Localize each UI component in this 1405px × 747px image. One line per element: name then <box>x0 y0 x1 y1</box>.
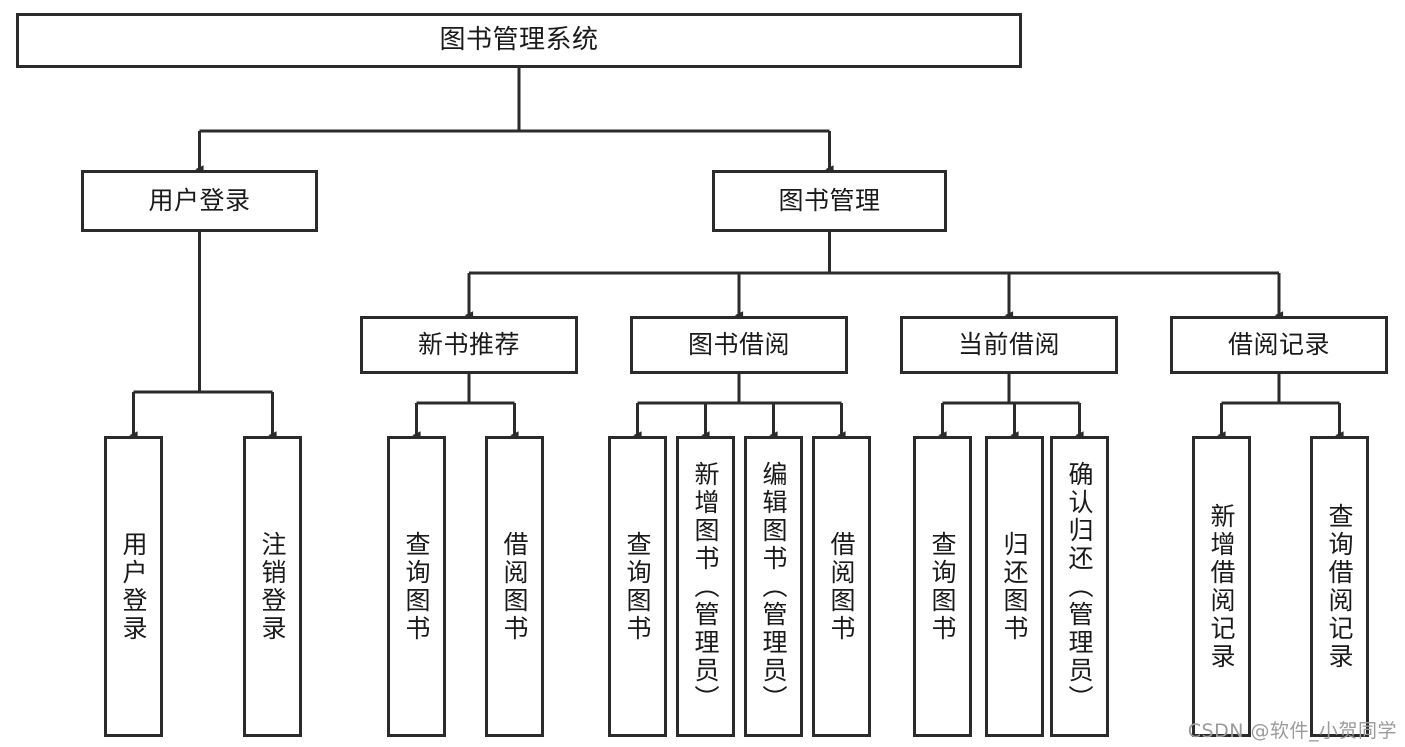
node-label-book-borrow: 图书借阅 <box>687 330 790 360</box>
node-label-leaf-rec-query: 查询图书 <box>402 530 431 643</box>
node-label-book-manage: 图书管理 <box>778 186 881 216</box>
node-leaf-rec-borrow[interactable]: 借阅图书 <box>485 436 544 737</box>
node-leaf-bb-query[interactable]: 查询图书 <box>608 436 667 737</box>
node-label-new-book-rec: 新书推荐 <box>417 330 520 360</box>
node-leaf-bb-add[interactable]: 新增图书（管理员） <box>676 436 735 737</box>
node-label-leaf-cb-return: 归还图书 <box>1000 530 1029 643</box>
node-leaf-br-query[interactable]: 查询借阅记录 <box>1310 436 1369 737</box>
node-root[interactable]: 图书管理系统 <box>16 13 1022 68</box>
node-label-root: 图书管理系统 <box>439 25 599 56</box>
node-label-leaf-cb-confirm: 确认归还（管理员） <box>1065 460 1094 713</box>
node-new-book-rec[interactable]: 新书推荐 <box>360 316 578 374</box>
csdn-watermark: CSDN @软件_小贺同学 <box>1187 720 1397 742</box>
node-leaf-rec-query[interactable]: 查询图书 <box>387 436 446 737</box>
node-leaf-br-add[interactable]: 新增借阅记录 <box>1192 436 1251 737</box>
node-leaf-cb-return[interactable]: 归还图书 <box>985 436 1044 737</box>
node-leaf-user-login[interactable]: 用户登录 <box>104 436 163 737</box>
node-leaf-cb-confirm[interactable]: 确认归还（管理员） <box>1050 436 1109 737</box>
node-label-current-borrow: 当前借阅 <box>957 330 1060 360</box>
node-label-leaf-user-logout: 注销登录 <box>258 530 287 643</box>
node-label-leaf-bb-borrow: 借阅图书 <box>827 530 856 643</box>
node-leaf-bb-borrow[interactable]: 借阅图书 <box>812 436 871 737</box>
node-user-login[interactable]: 用户登录 <box>81 170 318 232</box>
node-label-leaf-br-query: 查询借阅记录 <box>1325 502 1354 671</box>
node-label-leaf-br-add: 新增借阅记录 <box>1207 502 1236 671</box>
node-label-leaf-rec-borrow: 借阅图书 <box>500 530 529 643</box>
node-current-borrow[interactable]: 当前借阅 <box>900 316 1118 374</box>
node-leaf-bb-edit[interactable]: 编辑图书（管理员） <box>744 436 803 737</box>
node-borrow-record[interactable]: 借阅记录 <box>1170 316 1388 374</box>
node-label-leaf-bb-query: 查询图书 <box>623 530 652 643</box>
node-book-borrow[interactable]: 图书借阅 <box>630 316 848 374</box>
node-label-user-login: 用户登录 <box>148 186 251 216</box>
node-label-leaf-user-login: 用户登录 <box>119 530 148 643</box>
node-leaf-user-logout[interactable]: 注销登录 <box>243 436 302 737</box>
node-label-leaf-cb-query: 查询图书 <box>928 530 957 643</box>
node-book-manage[interactable]: 图书管理 <box>712 170 947 232</box>
node-leaf-cb-query[interactable]: 查询图书 <box>913 436 972 737</box>
node-label-leaf-bb-edit: 编辑图书（管理员） <box>759 460 788 713</box>
node-label-leaf-bb-add: 新增图书（管理员） <box>691 460 720 713</box>
node-label-borrow-record: 借阅记录 <box>1227 330 1330 360</box>
